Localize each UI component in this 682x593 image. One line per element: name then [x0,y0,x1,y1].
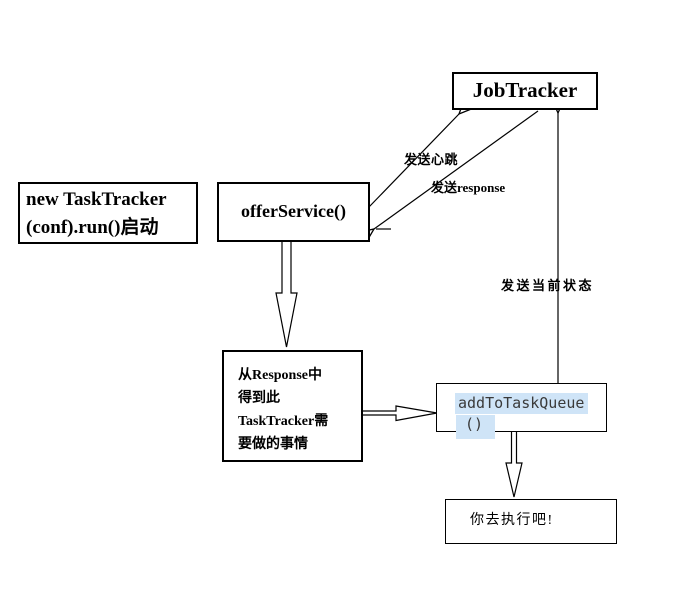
node-response-info-line2: 得到此 [238,391,280,406]
node-new-tasktracker-line1: new TaskTracker [26,189,167,210]
node-response-info-line1: 从Response中 [238,368,323,383]
node-response-info-line4: 要做的事情 [238,437,308,452]
edge-label-send-heartbeat: 发送心跳 [404,152,459,167]
node-addtotaskqueue-text: addToTaskQueue () [455,393,606,439]
node-addtotaskqueue-line2: () [456,415,496,439]
hollow-arrow-queue-to-execute [505,432,523,498]
node-offerservice: offerService() [217,182,370,242]
node-new-tasktracker-line2: (conf).run()启动 [26,217,159,238]
node-addtotaskqueue-line1: addToTaskQueue [455,393,589,414]
node-addtotaskqueue: addToTaskQueue () [436,383,607,439]
node-response-info-line3: TaskTracker需 [238,414,329,429]
node-execute-label: 你去执行吧! [470,513,554,528]
hollow-arrow-response-to-queue [363,405,438,422]
node-new-tasktracker: new TaskTracker (conf).run()启动 [18,182,198,244]
edge-label-send-response: 发送response [431,180,506,195]
hollow-arrow-offerservice-to-response [275,241,298,348]
edge-label-send-current-state: 发送当前状态 [501,278,595,293]
arrow-send-response [374,110,539,229]
node-jobtracker: JobTracker [452,72,598,110]
node-execute: 你去执行吧! [445,499,617,544]
node-response-info: 从Response中 得到此 TaskTracker需 要做的事情 [222,350,363,462]
node-offerservice-label: offerService() [241,201,346,221]
node-jobtracker-label: JobTracker [472,78,578,102]
arrow-send-heartbeat [368,114,459,208]
